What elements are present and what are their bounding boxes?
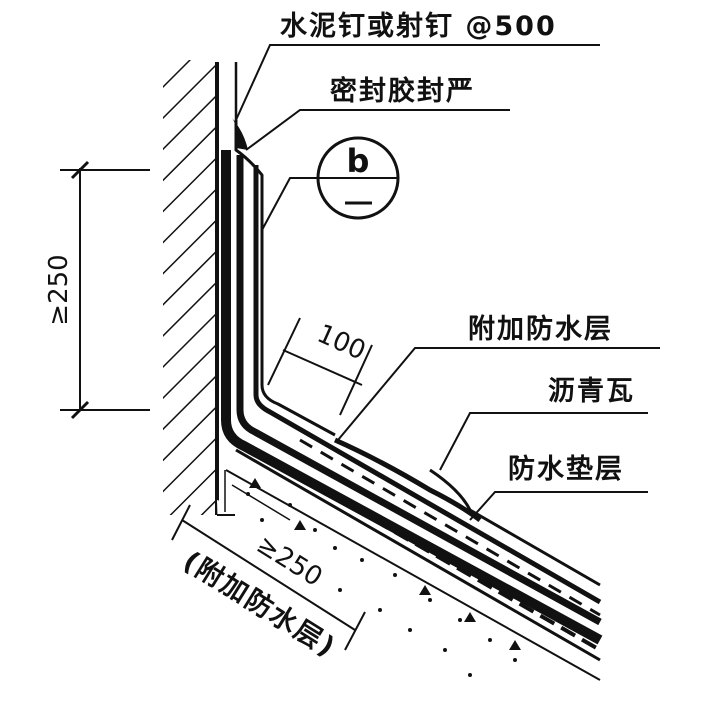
sealant-bead	[232, 118, 248, 150]
sealant-label: 密封胶封严	[330, 75, 475, 107]
leader-lines	[235, 44, 660, 521]
detail-ref-label: b	[347, 142, 370, 180]
extra-layer-label: 附加防水层	[468, 314, 613, 345]
waterproof-layers	[221, 120, 603, 681]
roof-slab	[217, 470, 600, 700]
detail-bubble: b	[316, 136, 400, 220]
slope-dimension	[171, 504, 366, 651]
vertical-dimension-label: ≥250	[44, 254, 74, 325]
lap-dimension	[267, 317, 373, 416]
vertical-dimension	[60, 160, 150, 420]
nail-label: 水泥钉或射钉 @500	[280, 11, 557, 42]
wall-hatching	[163, 60, 215, 515]
asphalt-shingle-label: 沥青瓦	[548, 376, 635, 407]
lap-dimension-label: 100	[312, 319, 370, 367]
underlayment-label: 防水垫层	[508, 454, 624, 485]
